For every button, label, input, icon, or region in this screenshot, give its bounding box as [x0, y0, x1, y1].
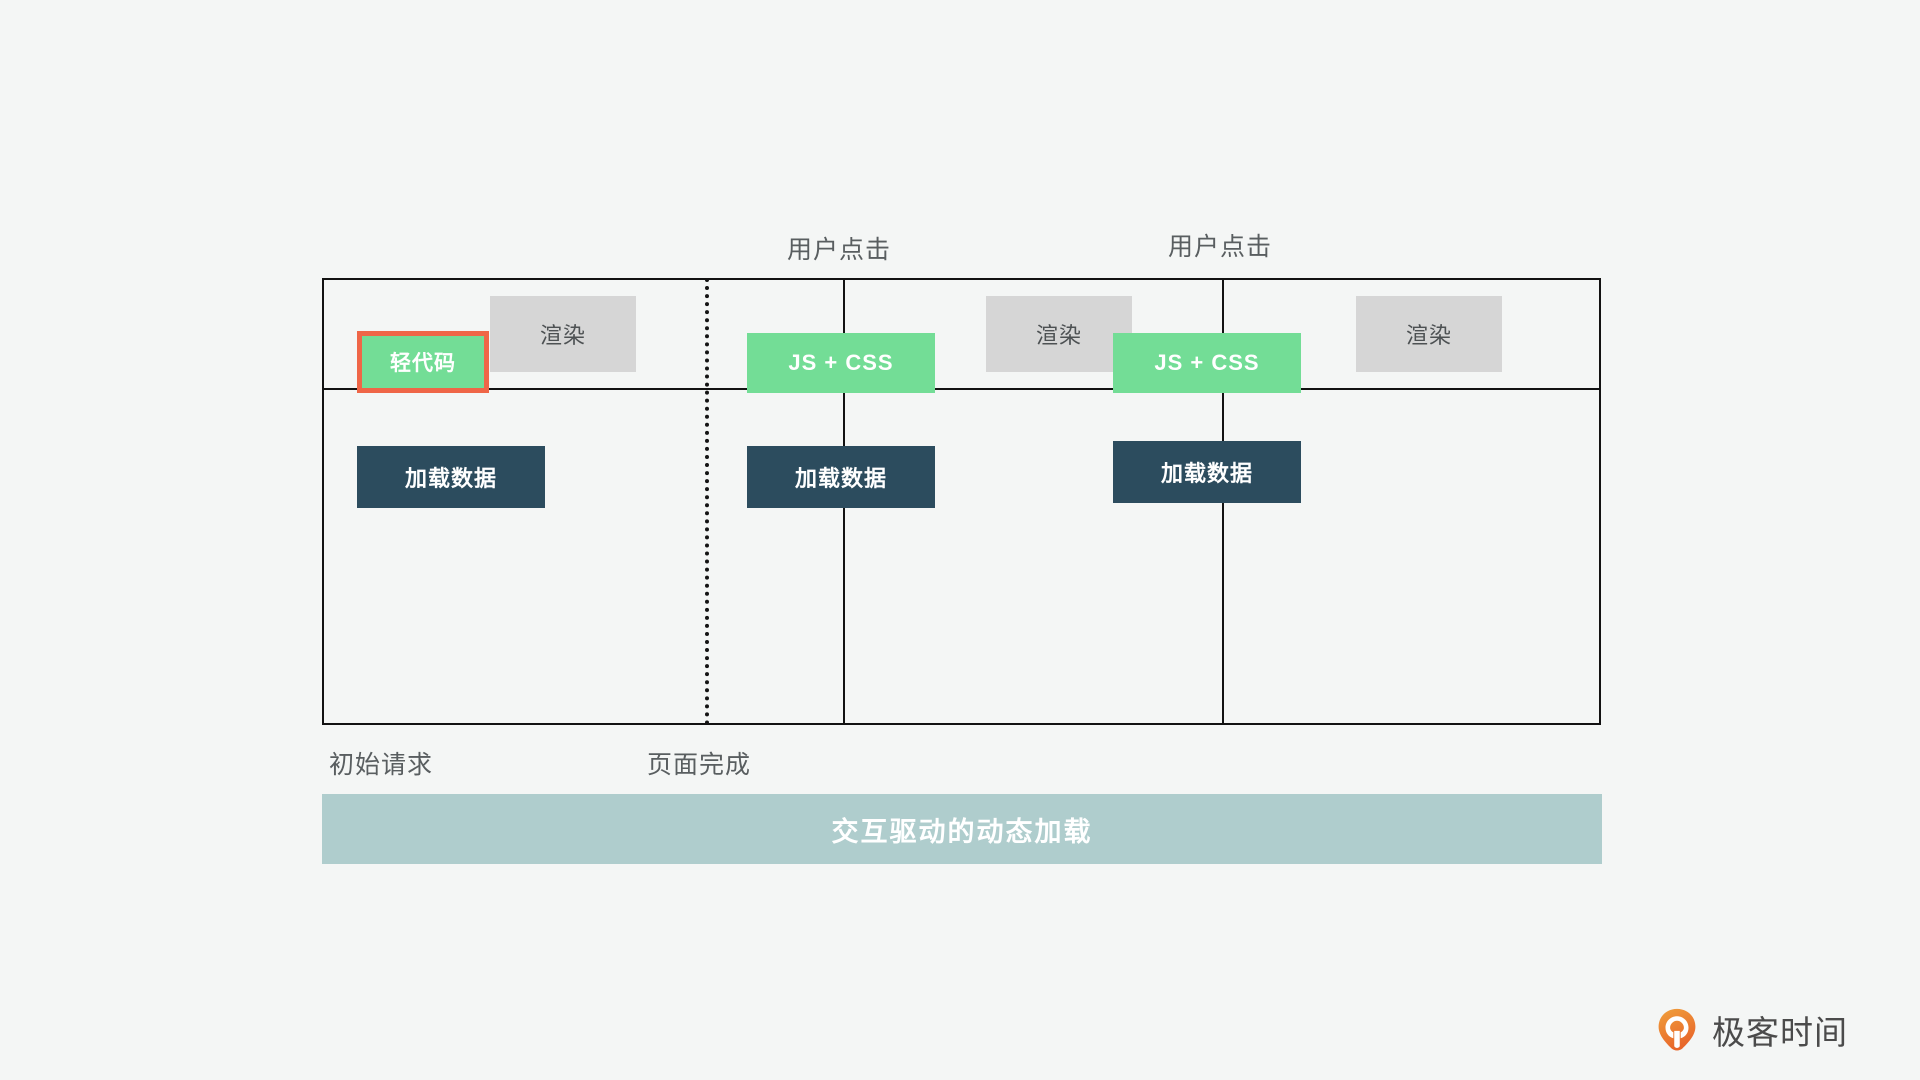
- geektime-logo-icon: [1658, 1008, 1696, 1051]
- code-box-column-3: JS + CSS: [1113, 333, 1301, 393]
- row-divider: [324, 388, 1599, 390]
- code-box-column-1: 轻代码: [357, 331, 489, 393]
- data-box-column-3: 加载数据: [1113, 441, 1301, 503]
- data-box-column-2: 加载数据: [747, 446, 935, 508]
- summary-banner: 交互驱动的动态加载: [322, 794, 1602, 864]
- axis-label-initial-request: 初始请求: [329, 751, 434, 779]
- code-box-column-2: JS + CSS: [747, 333, 935, 393]
- data-box-column-1: 加载数据: [357, 446, 545, 508]
- annotation-user-click-1: 用户点击: [787, 236, 892, 264]
- brand-name: 极客时间: [1712, 1014, 1848, 1051]
- brand-logo: 极客时间: [1654, 1006, 1848, 1054]
- page-complete-marker-line: [705, 278, 709, 725]
- render-box-column-2: 渲染: [986, 296, 1132, 372]
- axis-label-page-complete: 页面完成: [647, 751, 752, 779]
- summary-banner-text: 交互驱动的动态加载: [831, 816, 1093, 847]
- timeline-table: 渲染 渲染 渲染 轻代码 JS + CSS JS + CSS 加载数据 加载数据…: [322, 278, 1601, 725]
- render-box-column-3: 渲染: [1356, 296, 1502, 372]
- annotation-user-click-2: 用户点击: [1168, 233, 1273, 261]
- render-box-column-1: 渲染: [490, 296, 636, 372]
